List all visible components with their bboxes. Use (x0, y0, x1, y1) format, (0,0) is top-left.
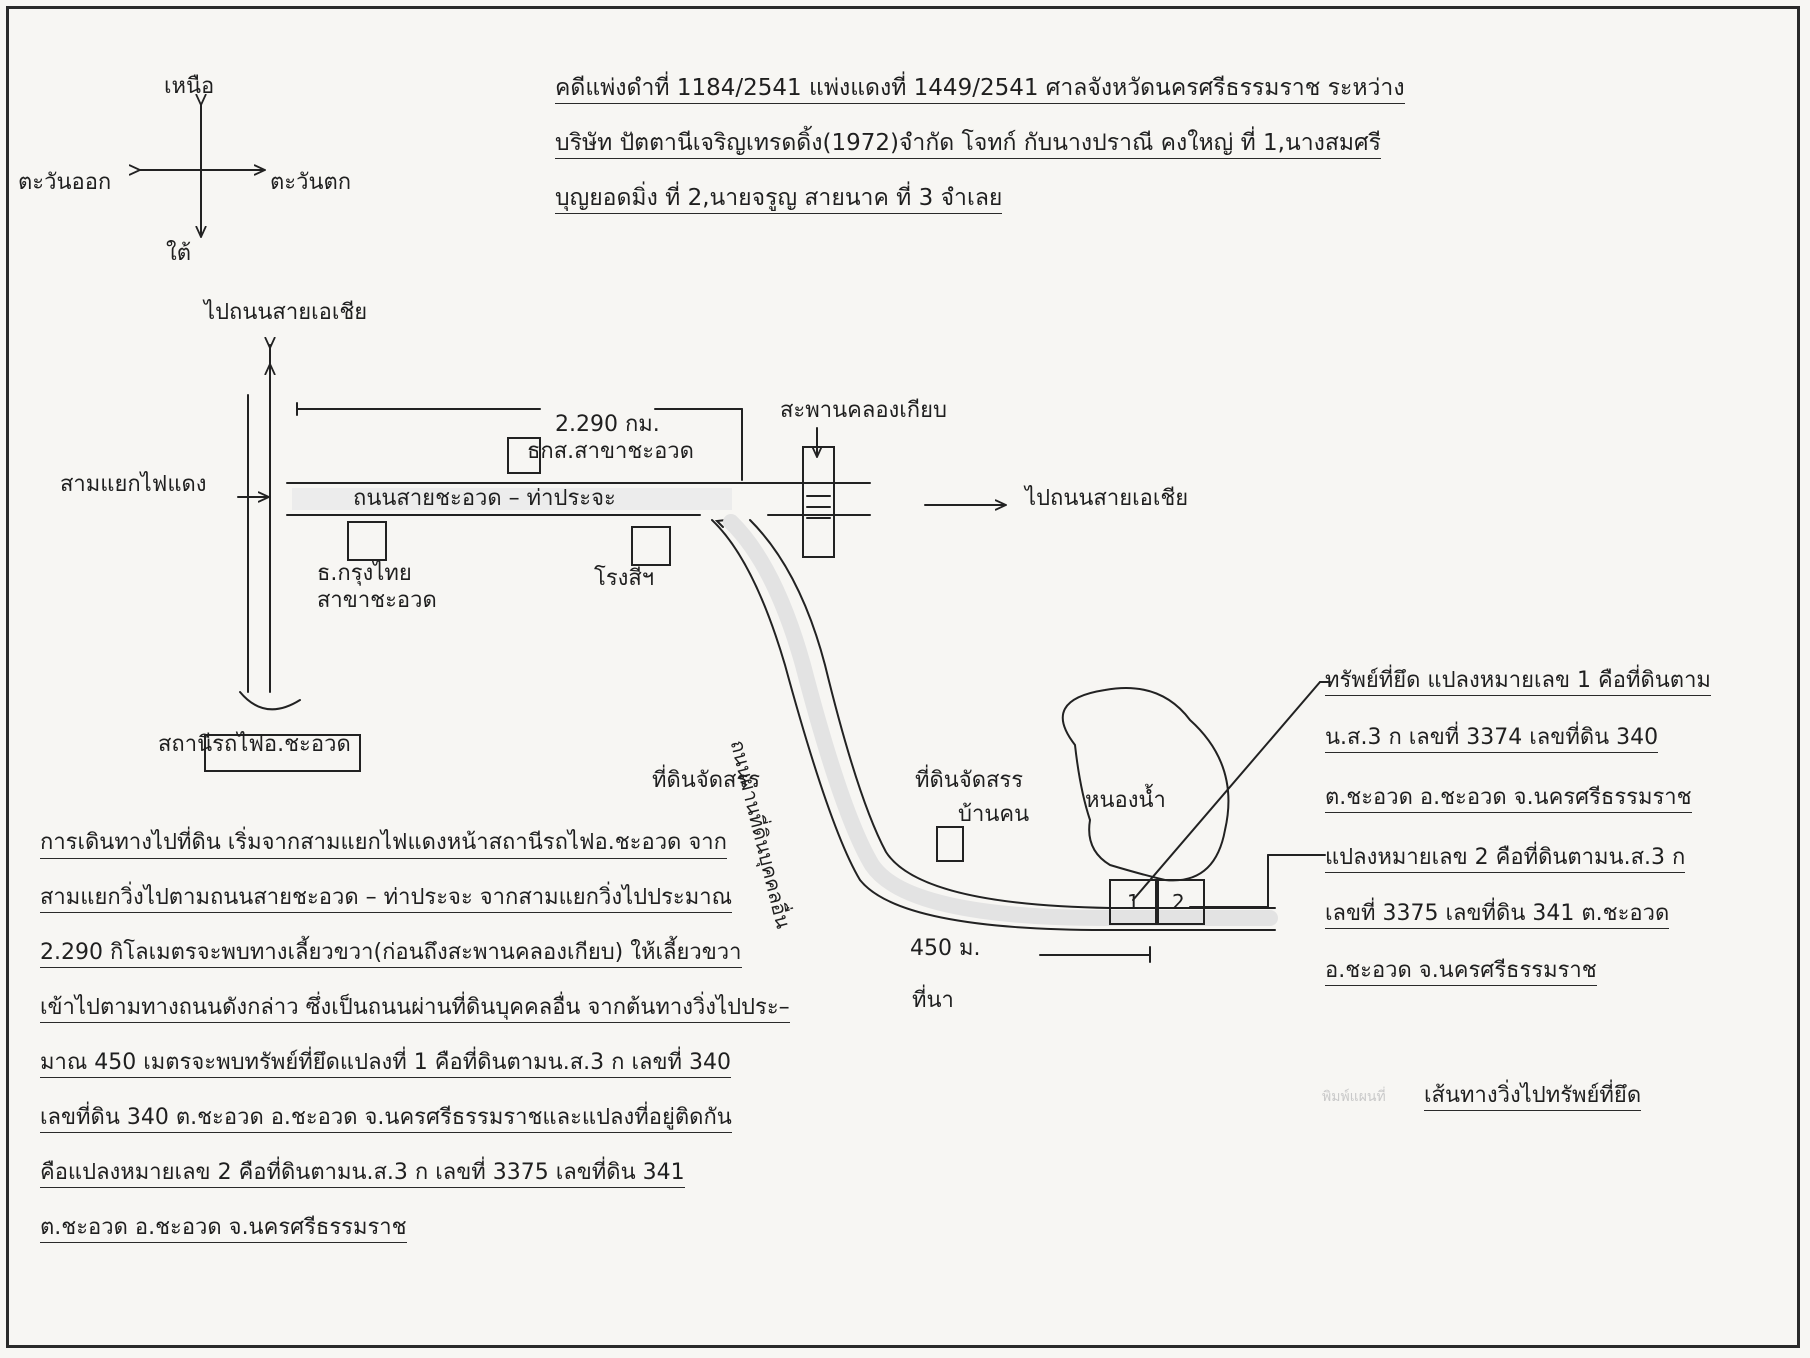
label-house: บ้านคน (958, 802, 1030, 827)
ktb-building (347, 521, 387, 561)
compass-south: ใต้ (166, 241, 192, 266)
directions-lead: การเดินทางไปที่ดิน (40, 830, 221, 859)
station-building (204, 734, 361, 772)
header-line-2: บริษัท ปัตตานีเจริญเทรดดิ้ง(1972)จำกัด โ… (555, 132, 1382, 159)
header-line-3: บุญยอดมิ่ง ที่ 2,นายจรูญ สายนาค ที่ 3 จำ… (555, 187, 1003, 214)
plot-2 (1157, 879, 1205, 925)
label-to-asia-highway-right: ไปถนนสายเอเชีย (1025, 486, 1189, 511)
label-station: สถานีรถไฟอ.ชะอวด (158, 732, 351, 757)
directions-line-2: สามแยกวิ่งไปตามถนนสายชะอวด – ท่าประจะ จา… (40, 887, 732, 913)
faint-stamp: พิมพ์แผนที่ (1322, 1089, 1386, 1105)
label-allocated-land-left: ที่ดินจัดสรร (652, 768, 761, 793)
label-to-asia-highway-top: ไปถนนสายเอเชีย (204, 300, 368, 325)
directions-line-3: 2.290 กิโลเมตรจะพบทางเลี้ยวขวา(ก่อนถึงสะ… (40, 942, 742, 968)
leader-line-plot1 (1132, 681, 1321, 901)
label-pond: หนองน้ำ (1085, 788, 1166, 813)
compass-west: ตะวันตก (270, 170, 352, 195)
seized-note-line-2: น.ส.3 ก เลขที่ 3374 เลขที่ดิน 340 (1325, 727, 1659, 753)
compass-rose (139, 104, 264, 236)
baac-building (507, 437, 541, 474)
label-bridge: สะพานคลองเกียบ (780, 398, 947, 423)
label-rice-field: ที่นา (912, 988, 954, 1013)
compass-east: ตะวันออก (18, 170, 112, 195)
mill-building (631, 526, 671, 566)
plot-1 (1109, 879, 1157, 925)
label-mill: โรงสีฯ (594, 566, 655, 591)
label-ktb-bank: ธ.กรุงไทย (317, 561, 412, 586)
header-line-1: คดีแพ่งดำที่ 1184/2541 แพ่งแดงที่ 1449/2… (555, 77, 1405, 104)
label-ktb-branch: สาขาชะอวด (317, 588, 437, 613)
seized-note-line-1: ทรัพย์ที่ยึด แปลงหมายเลข 1 คือที่ดินตาม (1325, 670, 1711, 696)
label-distance-2290: 2.290 กม. (555, 412, 660, 437)
directions-line-8: ต.ชะอวด อ.ชะอวด จ.นครศรีธรรมราช (40, 1217, 407, 1243)
main-road (286, 482, 1005, 516)
label-baac-branch: ธกส.สาขาชะอวด (527, 439, 694, 464)
label-distance-450: 450 ม. (910, 936, 981, 961)
seized-note-line-4: แปลงหมายเลข 2 คือที่ดินตามน.ส.3 ก (1325, 847, 1686, 873)
route-caption: เส้นทางวิ่งไปทรัพย์ที่ยึด (1424, 1085, 1642, 1111)
directions-line-1: การเดินทางไปที่ดิน เริ่มจากสามแยกไฟแดงหน… (40, 830, 727, 859)
page-border (6, 6, 1800, 1348)
directions-line-7: คือแปลงหมายเลข 2 คือที่ดินตามน.ส.3 ก เลข… (40, 1162, 685, 1188)
seized-note-line-3: ต.ชะอวด อ.ชะอวด จ.นครศรีธรรมราช (1325, 787, 1692, 813)
seized-note-line-6: อ.ชะอวด จ.นครศรีธรรมราช (1325, 960, 1597, 986)
label-allocated-land-right: ที่ดินจัดสรร (915, 768, 1024, 793)
label-junction: สามแยกไฟแดง (60, 472, 207, 497)
label-main-road: ถนนสายชะอวด – ท่าประจะ (353, 486, 616, 511)
compass-north: เหนือ (164, 74, 215, 99)
directions-line-5: มาณ 450 เมตรจะพบทรัพย์ที่ยึดแปลงที่ 1 คื… (40, 1052, 731, 1078)
seized-note-line-5: เลขที่ 3375 เลขที่ดิน 341 ต.ชะอวด (1325, 903, 1670, 929)
side-road (711, 519, 1276, 963)
pond-outline (1061, 687, 1230, 882)
house-building (936, 826, 964, 862)
distance-2290-bracket (296, 402, 743, 481)
vertical-road (239, 345, 301, 711)
directions-line-6: เลขที่ดิน 340 ต.ชะอวด อ.ชะอวด จ.นครศรีธร… (40, 1107, 732, 1133)
label-plot-2: 2 (1172, 890, 1185, 914)
directions-line-4: เข้าไปตามทางถนนดังกล่าว ซึ่งเป็นถนนผ่านท… (40, 997, 790, 1023)
bridge-symbol (802, 427, 835, 558)
label-plot-1: 1 (1127, 890, 1140, 914)
